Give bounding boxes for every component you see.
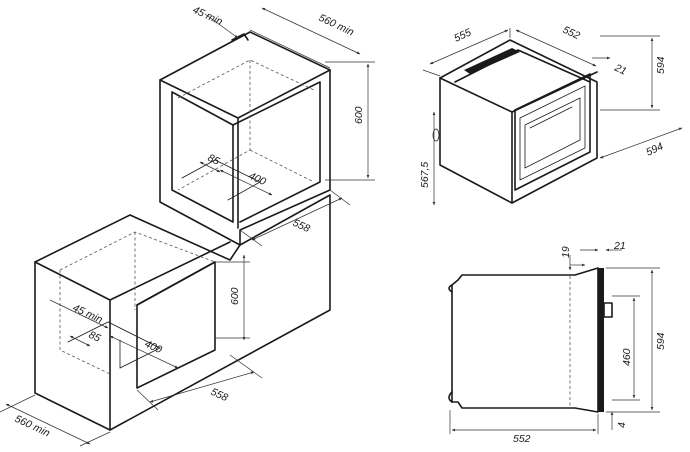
oven-depth-label: 552 xyxy=(561,24,582,42)
oven-front-width-label: 594 xyxy=(644,140,665,158)
oven-width-label: 555 xyxy=(452,26,473,44)
upper-inner-width-label: 400 xyxy=(247,170,268,188)
upper-gap-min-label: 45 min xyxy=(191,4,225,28)
upper-depth-min-label: 560 min xyxy=(317,12,356,39)
upper-inner-depth-label: 85 xyxy=(206,152,222,168)
side-depth-label: 552 xyxy=(513,433,531,445)
side-inner-height-label: 460 xyxy=(621,348,633,366)
side-bottom-offset-label: 4 xyxy=(616,422,628,428)
lower-inner-width-label: 400 xyxy=(143,338,164,356)
lower-inner-depth-label: 85 xyxy=(87,329,103,345)
handle xyxy=(603,302,613,318)
side-panel-label: 21 xyxy=(613,240,626,252)
side-height-label: 594 xyxy=(655,332,667,350)
oven-height-label: 594 xyxy=(655,56,667,74)
oven-side-view: 19 21 594 460 4 552 xyxy=(448,240,667,445)
upper-cabinet xyxy=(159,31,331,246)
lower-dimensions: 600 45 min 85 400 558 560 min xyxy=(0,254,263,447)
upper-dimensions: 560 min 45 min 600 85 400 558 xyxy=(191,4,375,247)
oven-front-label: 21 xyxy=(612,61,629,77)
front-panel xyxy=(598,268,604,412)
side-top-offset-label: 19 xyxy=(560,246,572,258)
upper-width-label: 558 xyxy=(291,217,312,235)
oven-body-height-label: 567,5 xyxy=(419,162,431,188)
lower-width-label: 558 xyxy=(209,386,230,404)
oven-perspective: 555 552 21 594 594 567,5 xyxy=(419,24,683,206)
lower-height-label: 600 xyxy=(229,287,241,305)
lower-gap-min-label: 45 min xyxy=(71,302,105,326)
upper-height-label: 600 xyxy=(353,106,365,124)
